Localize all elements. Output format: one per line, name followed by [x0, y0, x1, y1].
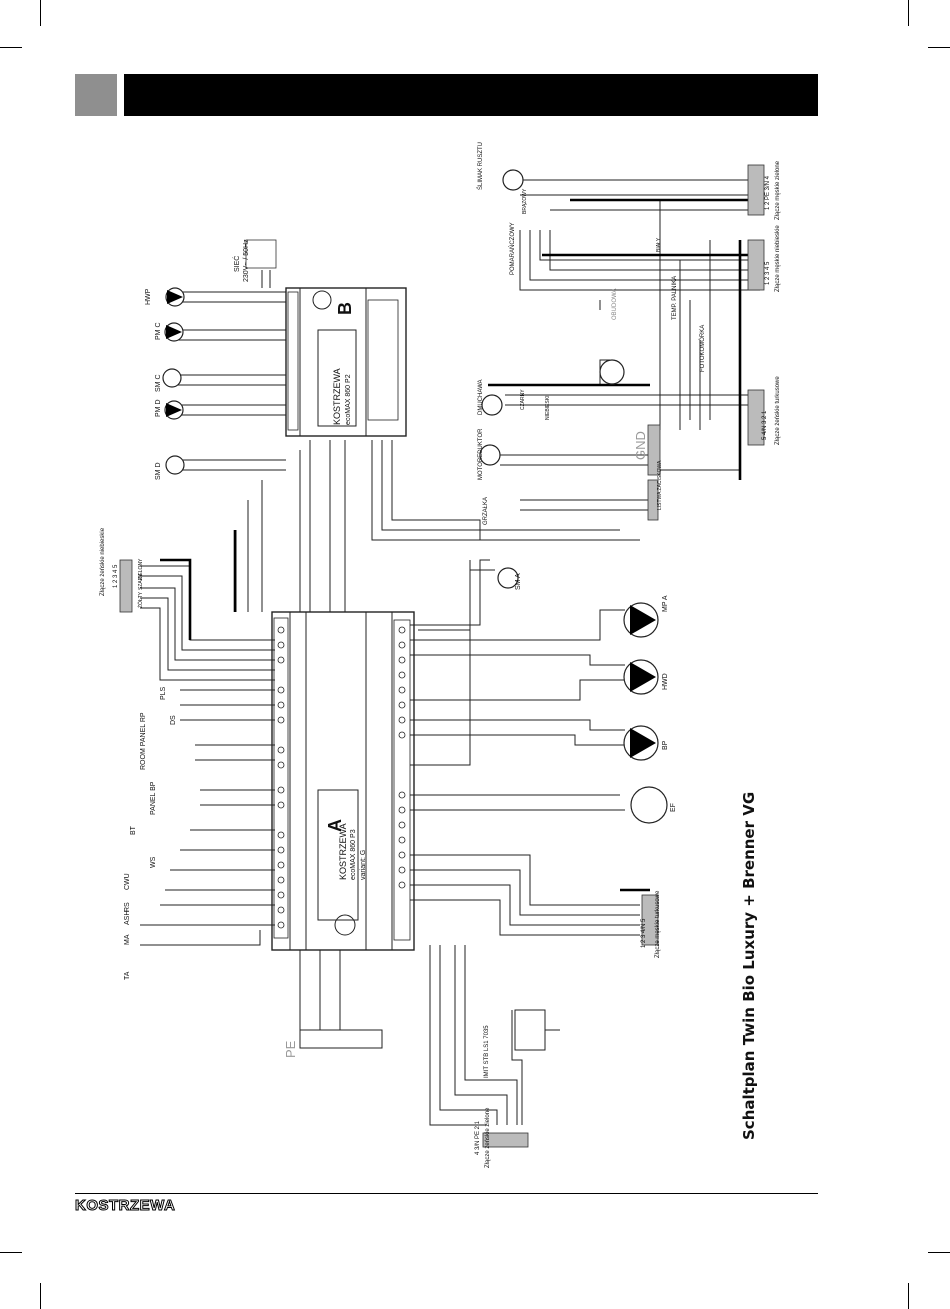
wire-label-brazowy: BRĄZOWY: [522, 188, 528, 214]
footer-rule: [75, 1193, 818, 1194]
connector-blue-right-pins: 1 2 3 4 5: [765, 261, 771, 285]
controller-b-model: ecoMAX 860 P2: [345, 374, 352, 425]
wire-label-zielony: ZIELONY: [138, 558, 144, 580]
mains-spec: 230V~ / 50Hz: [243, 239, 250, 282]
device-sm-d: SM D: [155, 462, 162, 481]
connector-green-right: Złącze męskie zielone: [775, 160, 781, 220]
controller-b-letter: B: [335, 302, 355, 315]
mains-label: SIEĆ: [234, 255, 241, 272]
connector-green-right-pins: 1 2 PE 3/N 4: [765, 175, 771, 210]
pe-label: PE: [283, 1040, 298, 1058]
device-pm-c: PM C: [155, 322, 162, 341]
connector-turq-right: Złącze żeńskie turkusowe: [775, 376, 781, 445]
connector-blue-left: Złącze żeńskie niebieskie: [100, 527, 106, 596]
label-grzalka: GRZAŁKA: [483, 496, 489, 525]
label-slimak: ŚLIMAK RUSZTU: [478, 141, 484, 190]
pump-bp: BP: [662, 740, 669, 750]
device-pls: PLS: [160, 686, 167, 700]
label-pomaranczowy: POMARAŃCZOWY: [510, 222, 516, 275]
pump-mp-a: MP A: [662, 595, 669, 612]
pump-hwd: HWD: [662, 673, 669, 690]
device-ma: MA: [124, 934, 131, 946]
header-bar: [124, 74, 818, 116]
connector-turq-bottom: Złącze męskie turkusowe: [655, 890, 661, 958]
label-gnd: GND: [633, 431, 648, 460]
fan-ef: EF: [670, 803, 677, 812]
controller-a-letter: A: [325, 819, 345, 832]
label-temp-palnika: TEMP. PALNIKA: [672, 275, 678, 320]
actuator-sm-a: SM A: [515, 573, 522, 590]
device-ws: WS: [150, 856, 157, 868]
device-panel-bp: PANEL BP: [150, 781, 157, 815]
controller-a-variant: variant: G: [360, 849, 367, 880]
connector-blue-right: Złącze męskie niebieskie: [775, 225, 781, 292]
device-ds: DS: [170, 715, 177, 725]
wire-label-niebieski: NIEBIESKI: [545, 395, 551, 420]
wire-label-bialy: BIAŁY: [656, 237, 662, 252]
connector-turq-right-pins: 5 4/N 3 2 1: [762, 410, 768, 440]
connector-blue-left-pins: 1 2 3 4 5: [113, 564, 119, 588]
device-rs: RS: [124, 902, 131, 912]
device-sm-c: SM C: [155, 374, 162, 393]
device-room-panel: ROOM PANEL RP: [140, 712, 147, 770]
diagram-title: Schaltplan Twin Bio Luxury + Brenner VG: [740, 791, 758, 1140]
label-dmuchawa: DMUCHAWA: [478, 379, 484, 415]
header-square: [75, 74, 117, 116]
controller-b-name: KOSTRZEWA: [332, 368, 342, 425]
device-pm-d: PM D: [155, 399, 162, 418]
wire-label-czarny: CZARNY: [520, 389, 526, 410]
device-ta: TA: [124, 971, 131, 980]
wire-label-zolty: ŻÓŁTY: [138, 591, 144, 608]
device-hwp: HWP: [145, 288, 152, 305]
kostrzewa-logo: KOSTRZEWA: [74, 1197, 176, 1215]
device-cwu: CWU: [124, 873, 131, 890]
label-listwa: LISTWA ZACISKOWA: [657, 460, 663, 510]
connector-turq-bottom-pins: 1 2 3 4/N 5: [641, 918, 647, 948]
label-motoreduktor: MOTOREDUKTOR: [478, 428, 484, 480]
device-bt: BT: [130, 826, 137, 835]
label-obudowa: OBUDOWA: [612, 288, 618, 320]
device-ash: ASH: [124, 910, 131, 925]
stb-label: IMIT STB LS1 7035: [484, 1025, 490, 1078]
connector-green-bottom-pins: 4 3/N PE 2 1: [475, 1120, 481, 1155]
controller-a-model: ecoMAX 860 P3: [350, 829, 357, 880]
connector-green-bottom: Złącze żeńskie zielone: [485, 1107, 491, 1168]
label-fotokomorka: FOTOKOMÓRKA: [700, 324, 706, 372]
